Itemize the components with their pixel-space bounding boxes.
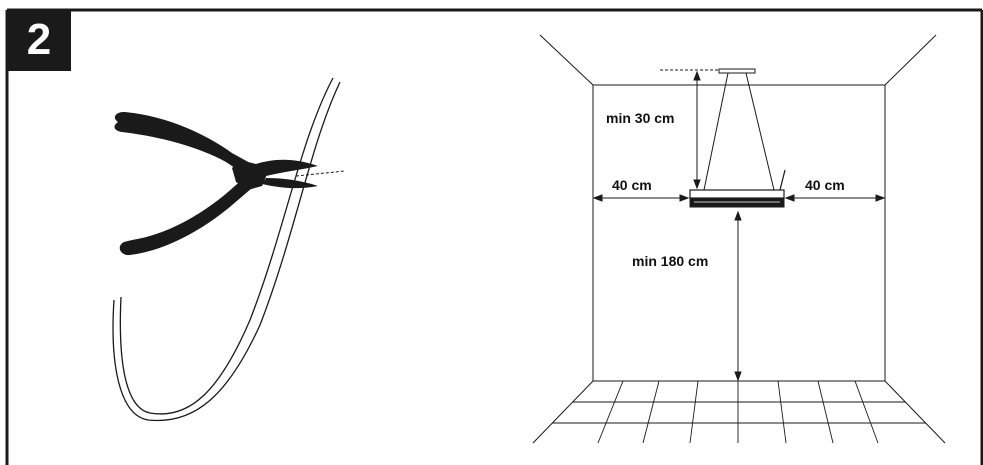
floor-corner-left — [532, 380, 594, 444]
back-wall — [592, 84, 886, 382]
heater-unit — [689, 169, 786, 208]
left-clearance-label: 40 cm — [612, 177, 652, 193]
left-clearance-arrow — [592, 194, 690, 202]
ceiling-mount — [718, 68, 756, 74]
right-clearance-arrow — [784, 194, 886, 202]
suspension-chain-left — [703, 72, 729, 191]
ceiling-corner-right — [884, 34, 937, 86]
ceiling-clearance-arrow — [693, 70, 701, 190]
panel-frame — [5, 8, 983, 465]
floor-clearance-label: min 180 cm — [632, 253, 708, 269]
pliers-lower-handle — [119, 178, 252, 256]
pliers-upper-jaw — [256, 159, 318, 176]
floor-tiles — [552, 380, 926, 444]
step-number-badge: 2 — [7, 9, 71, 71]
cut-guide-line — [295, 170, 346, 177]
floor-clearance-arrow — [734, 210, 742, 382]
suspension-chain-right — [745, 72, 775, 191]
ceiling-clearance-label: min 30 cm — [606, 110, 674, 126]
pliers-lower-jaw — [262, 178, 318, 189]
right-clearance-label: 40 cm — [805, 177, 845, 193]
pliers-upper-handle — [114, 112, 250, 174]
wire-cutter-pliers-icon — [112, 77, 346, 422]
ceiling-corner-left — [539, 34, 594, 86]
floor-corner-right — [884, 380, 946, 444]
hanging-heater-room-icon — [532, 34, 946, 444]
